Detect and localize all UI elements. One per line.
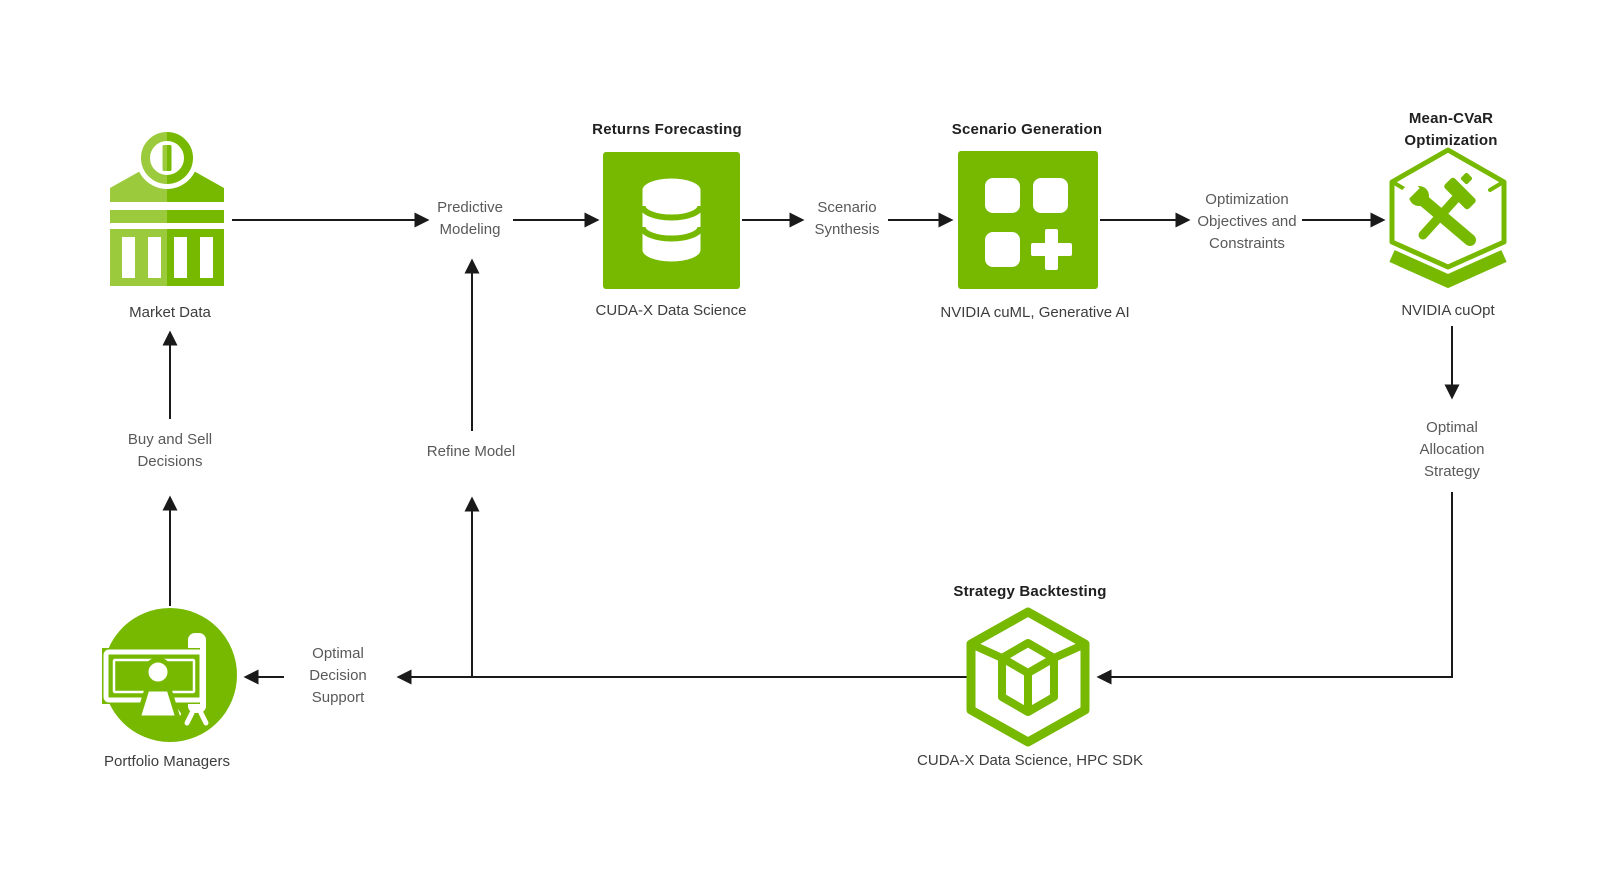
arrow-allocation-to-backtesting: [1096, 492, 1453, 685]
optimization-objectives-label: Optimization Objectives and Constraints: [1197, 191, 1297, 252]
grid-plus-icon: [958, 151, 1098, 289]
scenario-synthesis-label: Scenario Synthesis: [814, 199, 880, 238]
market-data-label: Market Data: [129, 304, 211, 321]
scenario-generation-label: NVIDIA cuML, Generative AI: [940, 304, 1130, 321]
optimal-allocation-label: Optimal Allocation Strategy: [1419, 419, 1485, 480]
portfolio-managers-label: Portfolio Managers: [104, 753, 230, 770]
returns-forecasting-title: Returns Forecasting: [592, 121, 742, 138]
strategy-backtesting-title: Strategy Backtesting: [953, 583, 1107, 600]
refine-model-label: Refine Model: [426, 443, 516, 460]
returns-forecasting-label: CUDA-X Data Science: [595, 302, 747, 319]
hexagon-tools-icon: [1389, 147, 1507, 289]
presenter-icon: [102, 608, 237, 742]
predictive-modeling-label: Predictive Modeling: [437, 199, 503, 238]
buy-and-sell-label: Buy and Sell Decisions: [127, 431, 213, 470]
bank-icon: [110, 127, 224, 286]
mean-cvar-optimization-title: Mean-CVaR Optimization: [1404, 110, 1498, 149]
strategy-backtesting-label: CUDA-X Data Science, HPC SDK: [917, 752, 1143, 769]
cube-icon: [966, 607, 1090, 747]
optimal-decision-label: Optimal Decision Support: [309, 645, 367, 706]
scenario-generation-title: Scenario Generation: [951, 121, 1103, 138]
database-icon: [603, 152, 740, 289]
nvidia-cuopt-label: NVIDIA cuOpt: [1401, 302, 1495, 319]
